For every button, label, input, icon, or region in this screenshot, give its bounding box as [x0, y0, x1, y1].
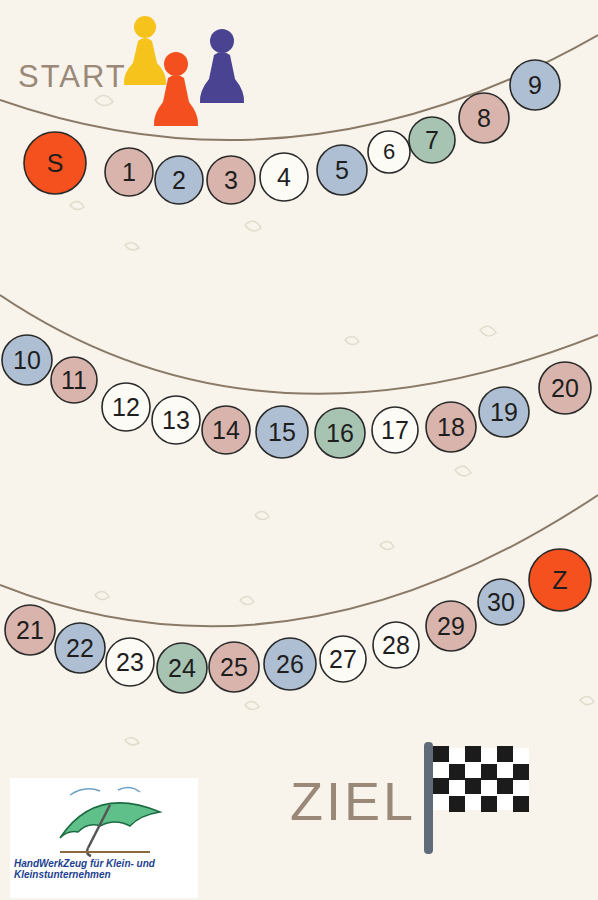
board-field: 3: [206, 155, 256, 205]
finish-flag: [424, 742, 529, 854]
board-field: 10: [1, 334, 53, 386]
field-number: 26: [263, 637, 317, 691]
field-number: 13: [151, 395, 201, 445]
board-field: 23: [105, 637, 155, 687]
field-number: 27: [319, 635, 367, 683]
garland-strings: [0, 35, 598, 626]
field-number: 19: [478, 386, 530, 438]
field-number: 21: [4, 604, 56, 656]
field-number: 25: [208, 641, 260, 693]
board-field: 29: [425, 600, 477, 652]
game-pieces: [124, 16, 244, 126]
logo: [10, 778, 198, 898]
field-number: 15: [255, 405, 309, 459]
field-number: 17: [371, 406, 419, 454]
field-number: 12: [101, 382, 151, 432]
finish-label: ZIEL: [290, 772, 416, 831]
field-number: 5: [316, 144, 368, 196]
field-number: 2: [154, 155, 204, 205]
field-number: S: [23, 131, 87, 195]
board-field: 4: [259, 152, 309, 202]
field-number: 29: [425, 600, 477, 652]
board-field: 15: [255, 405, 309, 459]
board-field: 13: [151, 395, 201, 445]
leaves: [70, 95, 594, 744]
field-number: 6: [367, 130, 411, 174]
logo-text: HandWerkZeug für Klein- und Kleinstunter…: [14, 858, 164, 880]
board-field: 16: [314, 407, 366, 459]
board-field: 28: [372, 621, 420, 669]
board-field: 19: [478, 386, 530, 438]
field-number: 1: [104, 147, 154, 197]
field-number: 22: [54, 622, 106, 674]
board-field: 2: [154, 155, 204, 205]
board-field: 24: [156, 642, 208, 694]
board-field: 5: [316, 144, 368, 196]
board-field: 6: [367, 130, 411, 174]
field-number: 30: [477, 578, 525, 626]
field-number: 9: [509, 59, 561, 111]
board-field: 14: [201, 405, 251, 455]
field-number: Z: [528, 548, 592, 612]
field-number: 18: [425, 401, 477, 453]
board-field: 8: [458, 92, 510, 144]
field-number: 24: [156, 642, 208, 694]
field-number: 8: [458, 92, 510, 144]
field-number: 28: [372, 621, 420, 669]
board-field: 9: [509, 59, 561, 111]
start-finish-field: S: [23, 131, 87, 195]
board-field: 1: [104, 147, 154, 197]
start-finish-field: Z: [528, 548, 592, 612]
field-number: 23: [105, 637, 155, 687]
board-field: 27: [319, 635, 367, 683]
board-field: 20: [538, 361, 592, 415]
board-field: 21: [4, 604, 56, 656]
field-number: 10: [1, 334, 53, 386]
field-number: 14: [201, 405, 251, 455]
board-field: 30: [477, 578, 525, 626]
board-field: 26: [263, 637, 317, 691]
board-field: 17: [371, 406, 419, 454]
field-number: 7: [408, 116, 456, 164]
board-field: 11: [50, 356, 98, 404]
board-field: 7: [408, 116, 456, 164]
field-number: 4: [259, 152, 309, 202]
board-field: 22: [54, 622, 106, 674]
field-number: 16: [314, 407, 366, 459]
board-field: 25: [208, 641, 260, 693]
field-number: 20: [538, 361, 592, 415]
field-number: 11: [50, 356, 98, 404]
start-label: START: [18, 60, 127, 94]
board-field: 12: [101, 382, 151, 432]
board-field: 18: [425, 401, 477, 453]
field-number: 3: [206, 155, 256, 205]
